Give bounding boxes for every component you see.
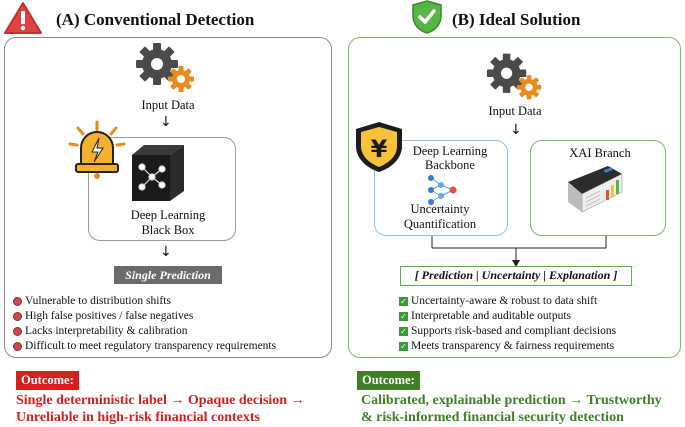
warning-icon <box>4 2 42 34</box>
right-outcome-text-1: Calibrated, explainable prediction → Tru… <box>361 393 662 408</box>
left-bullet-list: Vulnerable to distribution shifts High f… <box>13 294 276 354</box>
bullet-icon <box>13 312 22 321</box>
single-prediction-box <box>114 266 222 284</box>
merge-connector <box>431 236 607 267</box>
bullet-icon <box>13 327 22 336</box>
left-panel <box>4 37 332 358</box>
bullet-icon <box>13 342 22 351</box>
left-panel-title: (A) Conventional Detection <box>56 10 255 29</box>
right-outcome-label: Outcome: <box>357 371 420 390</box>
left-outcome-text-2: Unreliable in high-risk financial contex… <box>16 410 260 425</box>
left-bullet-item: Vulnerable to distribution shifts <box>13 294 276 309</box>
right-bullet-list: ✓Uncertainty-aware & robust to data shif… <box>399 294 616 354</box>
xai-box <box>530 140 666 236</box>
right-panel <box>348 37 681 358</box>
right-arrow-1: ↓ <box>510 122 522 138</box>
uq-label-2: Quantification <box>403 217 477 231</box>
dashboard-icon <box>568 166 623 213</box>
single-prediction-label: Single Prediction <box>125 268 211 282</box>
left-arrow-1: ↓ <box>160 114 172 130</box>
backbone-label-1: Deep Learning <box>412 144 488 158</box>
alarm-icon <box>68 120 126 179</box>
gear-icon <box>486 53 542 100</box>
right-panel-title: (B) Ideal Solution <box>452 10 581 29</box>
svg-text:¥: ¥ <box>371 135 388 163</box>
right-bullet-item: ✓Uncertainty-aware & robust to data shif… <box>399 295 598 307</box>
output-label: [ Prediction | Uncertainty | Explanation… <box>414 268 618 282</box>
checkbox-icon: ✓ <box>399 297 408 306</box>
right-bullet-item: ✓Meets transparency & fairness requireme… <box>399 340 615 352</box>
left-bullet-item: High false positives / false negatives <box>13 309 276 324</box>
xai-label: XAI Branch <box>569 146 631 160</box>
left-input-label: Input Data <box>141 98 195 112</box>
black-box-icon <box>132 145 184 201</box>
output-box <box>400 266 632 286</box>
right-outcome-text-2: & risk-informed financial security detec… <box>361 410 624 425</box>
neural-network-icon <box>428 175 457 205</box>
checkbox-icon: ✓ <box>399 312 408 321</box>
backbone-label-2: Backbone <box>425 158 475 172</box>
left-outcome-text-1: Single deterministic label → Opaque deci… <box>16 393 305 408</box>
black-box-label-2: Black Box <box>141 223 195 237</box>
right-bullet-item: ✓Supports risk-based and compliant decis… <box>399 325 617 337</box>
shield-check-icon <box>412 0 442 34</box>
black-box-container <box>88 137 236 241</box>
backbone-box <box>374 140 508 236</box>
left-arrow-2: ↓ <box>160 244 172 260</box>
right-bullet-item: ✓Interpretable and auditable outputs <box>399 310 571 322</box>
left-bullet-item: Lacks interpretability & calibration <box>13 324 276 339</box>
uq-label-1: Uncertainty <box>410 202 470 216</box>
black-box-label-1: Deep Learning <box>130 208 206 222</box>
finance-shield-icon: ¥ <box>356 122 402 172</box>
gear-icon <box>136 43 194 92</box>
checkbox-icon: ✓ <box>399 327 408 336</box>
checkbox-icon: ✓ <box>399 342 408 351</box>
bullet-icon <box>13 297 22 306</box>
left-outcome-label: Outcome: <box>16 371 79 390</box>
right-input-label: Input Data <box>488 104 542 118</box>
left-bullet-item: Difficult to meet regulatory transparenc… <box>13 339 276 354</box>
